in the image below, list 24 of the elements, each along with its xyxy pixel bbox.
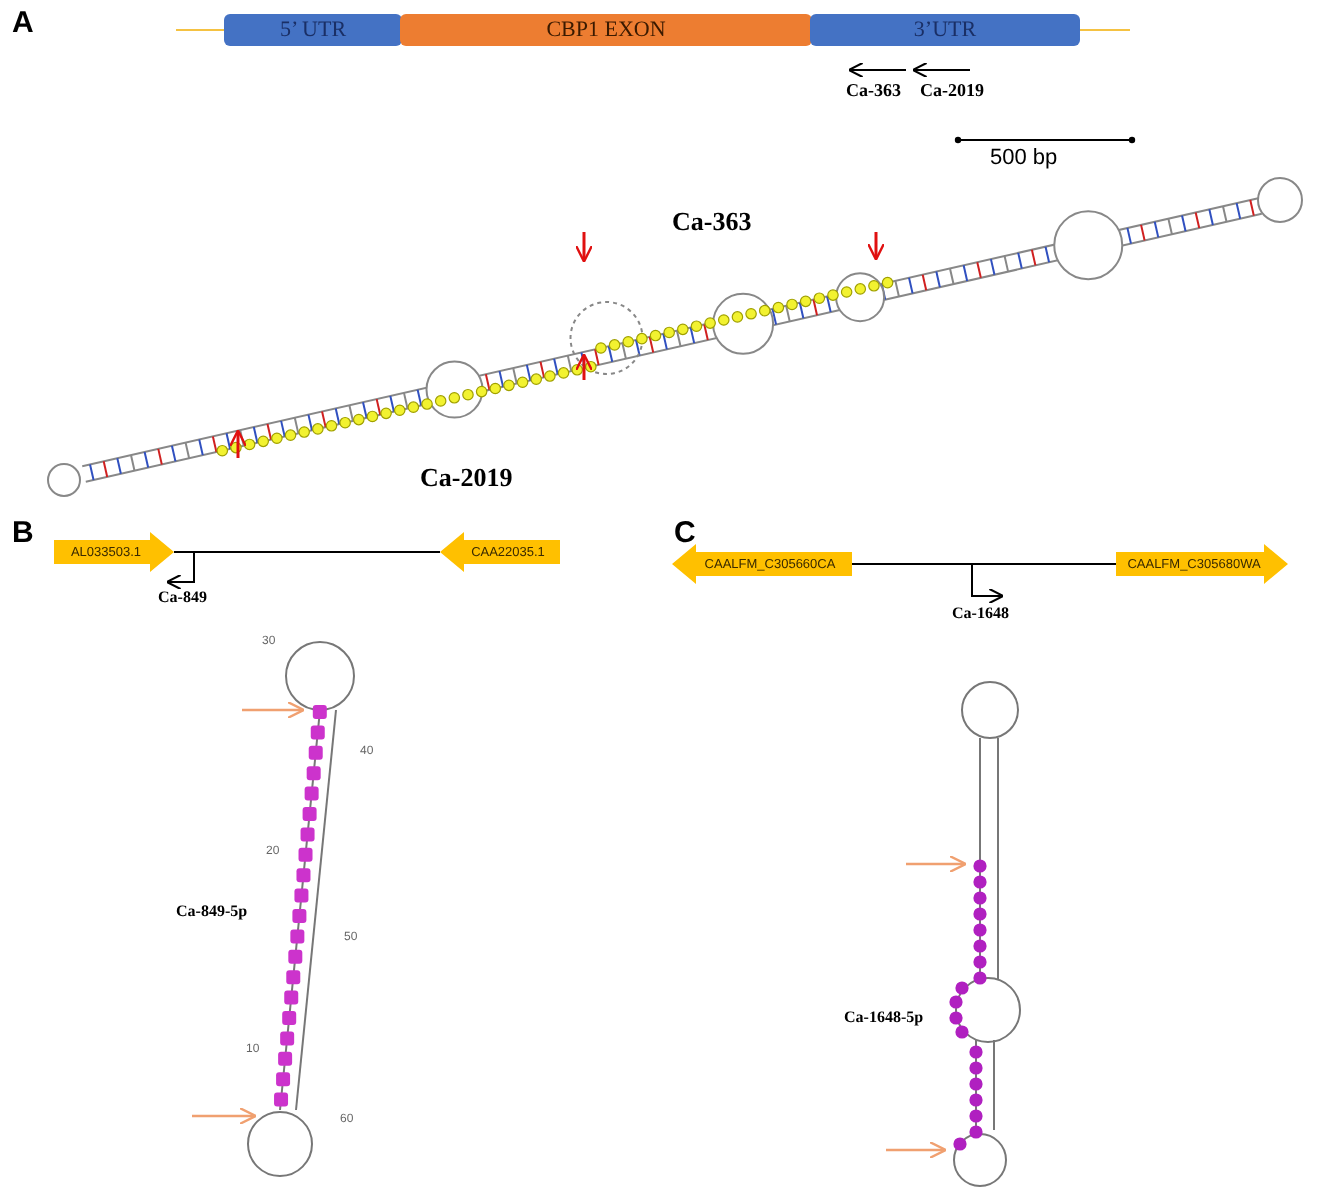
gene-arrow — [54, 532, 174, 572]
gene-arrow — [1116, 544, 1288, 584]
scale-label: 500 bp — [990, 146, 1058, 171]
mirna-name: Ca-849 — [158, 590, 207, 608]
connector-line — [851, 563, 1117, 565]
mirna-name: Ca-363 — [672, 208, 752, 237]
mirna-name: Ca-363 — [846, 82, 901, 102]
mirna-name: Ca-1648 — [952, 606, 1009, 624]
mirna-name: Ca-2019 — [920, 82, 984, 102]
gene-segment — [400, 14, 812, 46]
mirna-name: Ca-849-5p — [176, 904, 248, 922]
panel-letter: A — [12, 8, 34, 41]
gene-segment — [810, 14, 1080, 46]
panel-letter: B — [12, 518, 34, 551]
mirna-name: Ca-2019 — [420, 464, 513, 493]
segment-label: 5’ UTR — [279, 18, 347, 42]
gene-segment — [224, 14, 402, 46]
mirna-name: Ca-1648-5p — [844, 1010, 924, 1028]
segment-label: 3’UTR — [913, 18, 977, 42]
gene-arrow — [672, 544, 852, 584]
segment-label: CBP1 EXON — [546, 18, 666, 42]
gene-arrow — [440, 532, 560, 572]
connector-line — [173, 551, 441, 553]
panel-letter: C — [674, 518, 696, 551]
